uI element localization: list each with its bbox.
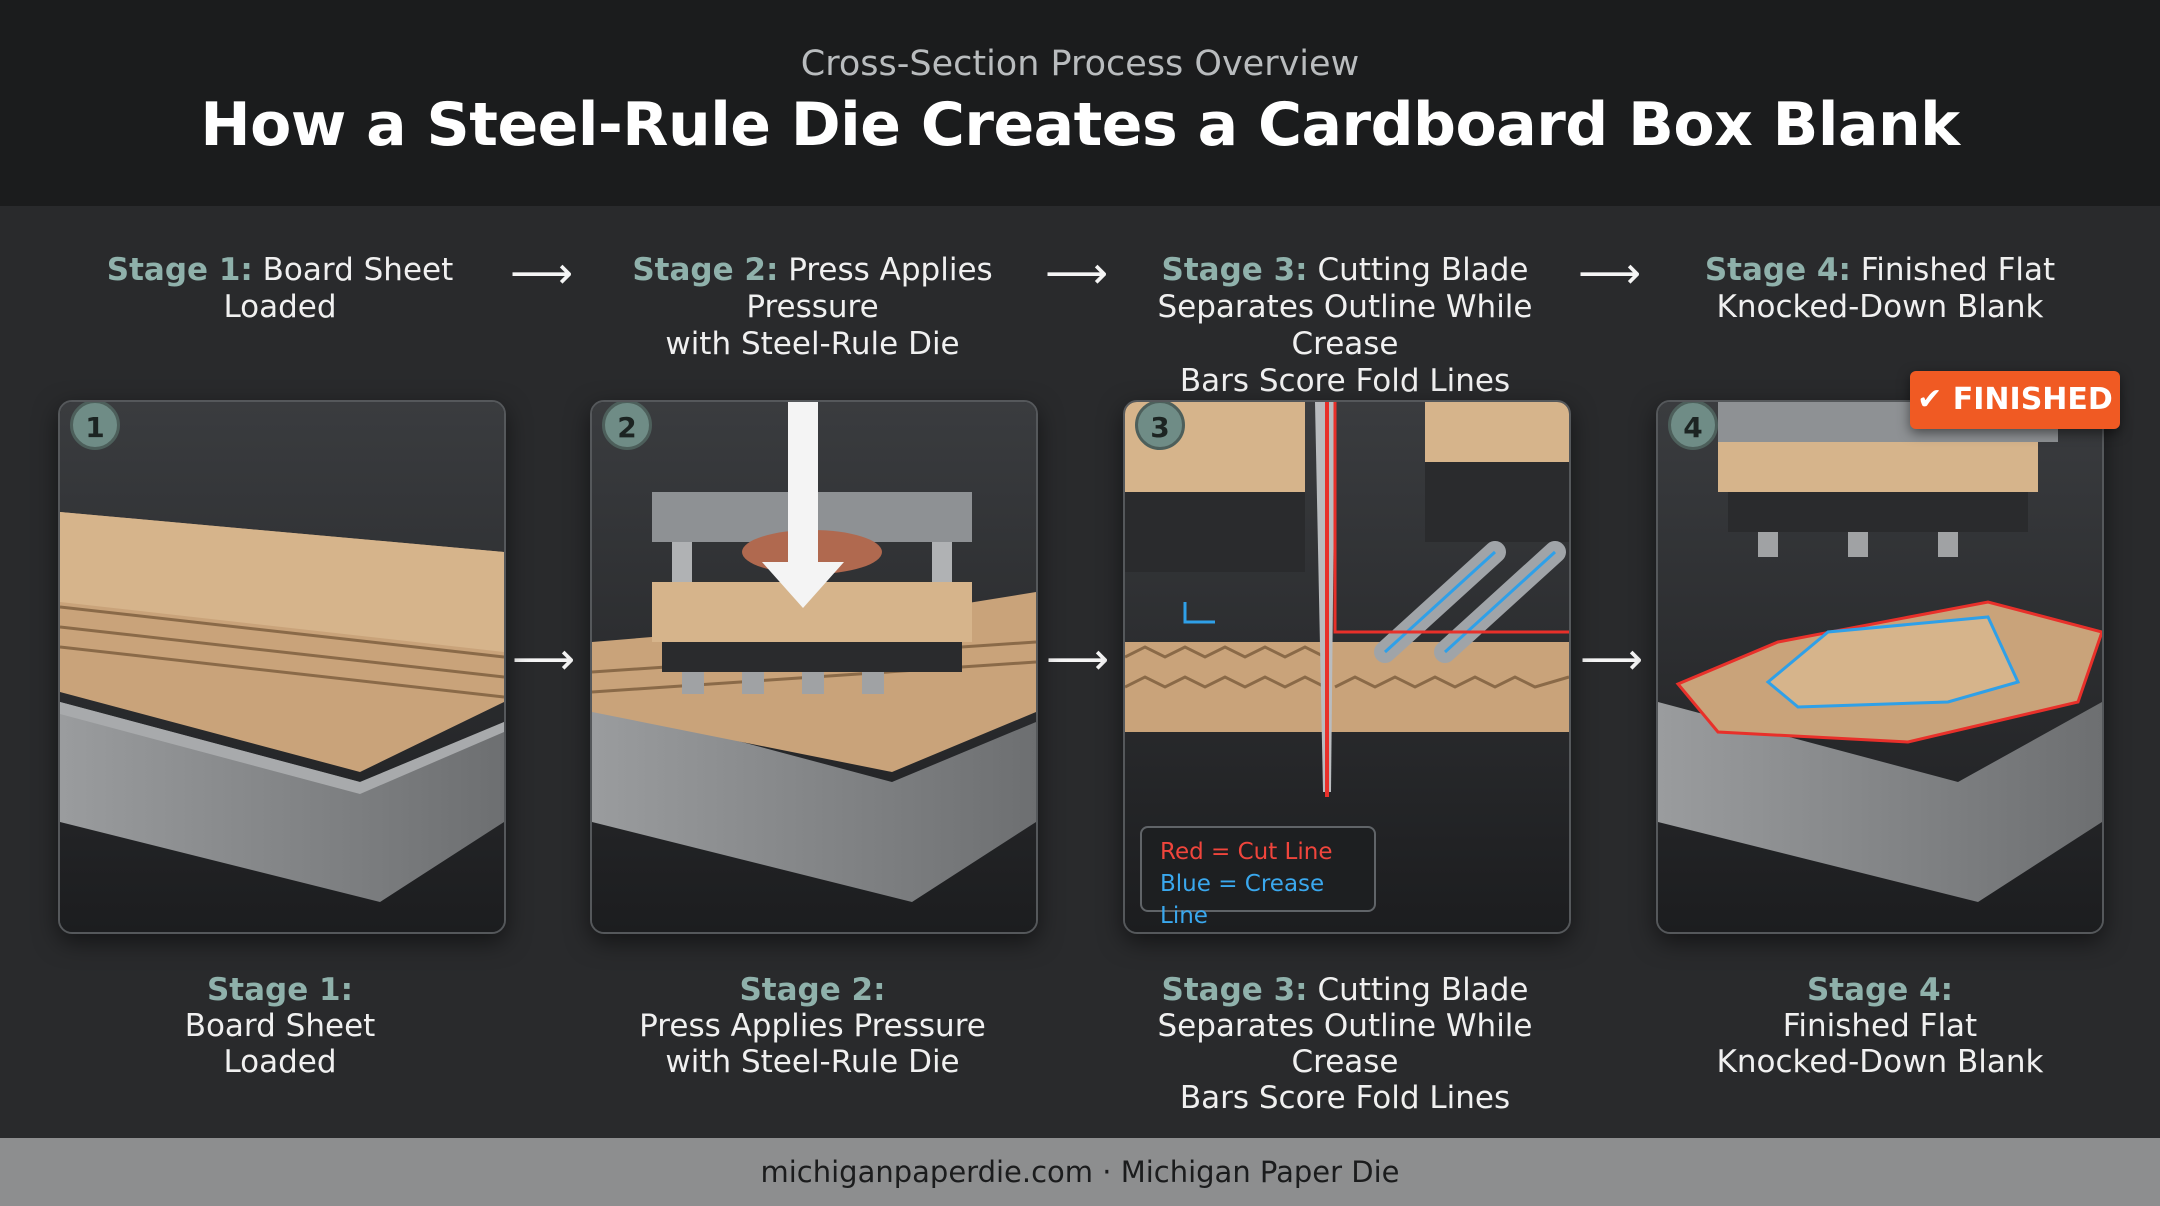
stage-number-badge: 4 (1668, 402, 1718, 450)
stage-tag: Stage 1: (206, 972, 354, 1008)
legend-crease-line: Blue = Crease Line (1160, 871, 1325, 929)
stage-tag: Stage 3: (1161, 252, 1308, 288)
stage-text: Cutting Blade (1317, 972, 1529, 1008)
stage-text: Press Applies Pressure (639, 1008, 986, 1044)
bottom-label-stage-4: Stage 4: Finished Flat Knocked-Down Blan… (1700, 972, 2060, 1080)
stage-text: Board Sheet (184, 1008, 376, 1044)
stage-text: Press Applies Pressure (746, 252, 993, 325)
stage-text: Loaded (223, 1044, 337, 1080)
legend-cut-line: Red = Cut Line (1160, 839, 1333, 865)
stage-text: Board Sheet Loaded (223, 252, 454, 325)
bottom-label-stage-3: Stage 3: Cutting Blade Separates Outline… (1120, 972, 1570, 1116)
stage-text: Knocked-Down Blank (1716, 289, 2044, 325)
arrow-right-icon: ⟶ (1045, 248, 1109, 299)
stage-tag: Stage 2: (739, 972, 886, 1008)
top-label-stage-2: Stage 2: Press Applies Pressure with Ste… (590, 252, 1035, 363)
stage-2-illustration: 2 (590, 400, 1038, 934)
top-label-stage-1: Stage 1: Board Sheet Loaded (70, 252, 490, 326)
stage-tag: Stage 3: (1161, 972, 1308, 1008)
finished-badge: ✔ FINISHED (1910, 371, 2120, 429)
stage-text: Knocked-Down Blank (1716, 1044, 2044, 1080)
header: Cross-Section Process Overview How a Ste… (0, 0, 2160, 206)
line-color-legend: Red = Cut Line Blue = Crease Line (1140, 826, 1376, 929)
bottom-label-stage-2: Stage 2: Press Applies Pressure with Ste… (590, 972, 1035, 1080)
checkmark-icon: ✔ (1917, 382, 1943, 417)
stage-number-badge: 3 (1135, 402, 1185, 450)
top-label-stage-4: Stage 4: Finished Flat Knocked-Down Blan… (1700, 252, 2060, 326)
finished-label: FINISHED (1952, 382, 2113, 417)
stage-number-badge: 1 (70, 402, 120, 450)
arrow-right-icon: ⟶ (512, 634, 576, 685)
bottom-label-stage-1: Stage 1: Board Sheet Loaded (70, 972, 490, 1080)
stage-tag: Stage 1: (106, 252, 253, 288)
stage-tag: Stage 4: (1806, 972, 1954, 1008)
footer: michiganpaperdie.com · Michigan Paper Di… (0, 1138, 2160, 1206)
stage-text: Cutting Blade (1317, 252, 1529, 288)
top-label-stage-3: Stage 3: Cutting Blade Separates Outline… (1120, 252, 1570, 400)
arrow-right-icon: ⟶ (1580, 634, 1644, 685)
stage-text: Bars Score Fold Lines (1179, 363, 1511, 399)
stage-text: Separates Outline While Crease (1157, 289, 1533, 362)
page-title: How a Steel-Rule Die Creates a Cardboard… (200, 90, 1960, 160)
arrow-right-icon: ⟶ (1578, 248, 1642, 299)
footer-credit: michiganpaperdie.com · Michigan Paper Di… (760, 1155, 1400, 1189)
page-subtitle: Cross-Section Process Overview (800, 44, 1360, 84)
stage-text: Bars Score Fold Lines (1179, 1080, 1511, 1116)
stage-text: Finished Flat (1782, 1008, 1978, 1044)
stage-4-illustration: 4 (1656, 400, 2104, 934)
stage-text: Separates Outline While Crease (1157, 1008, 1533, 1080)
stage-1-illustration: 1 (58, 400, 506, 934)
stage-text: with Steel-Rule Die (665, 1044, 960, 1080)
stage-text: with Steel-Rule Die (665, 326, 960, 362)
stage-number-badge: 2 (602, 402, 652, 450)
arrow-right-icon: ⟶ (1046, 634, 1110, 685)
stage-tag: Stage 4: (1704, 252, 1851, 288)
stage-tag: Stage 2: (632, 252, 779, 288)
stage-text: Finished Flat (1860, 252, 2056, 288)
arrow-right-icon: ⟶ (510, 248, 574, 299)
